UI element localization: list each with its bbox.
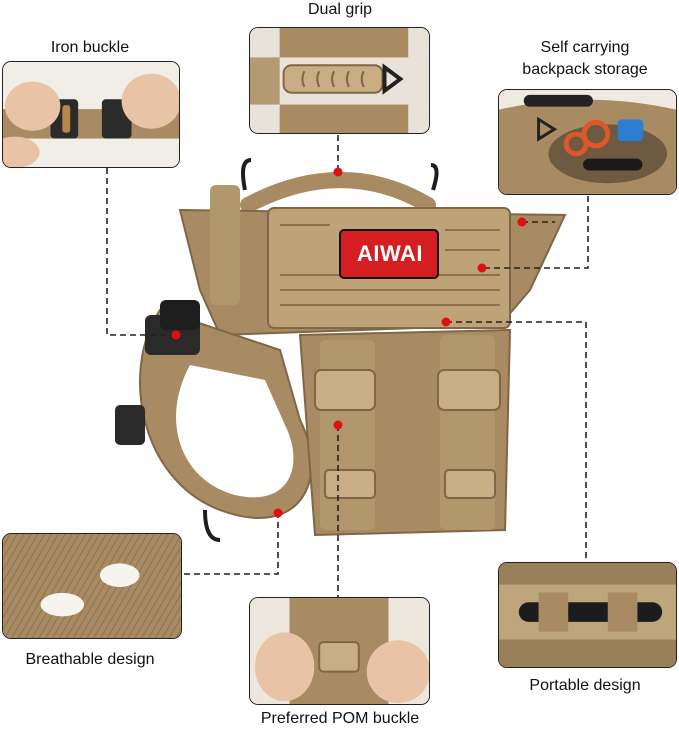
label-dual-grip: Dual grip (307, 1, 373, 18)
label-pom-buckle: Preferred POM buckle (260, 710, 420, 727)
patch-label: AIWAI (356, 241, 424, 266)
photo-portable (498, 562, 677, 668)
portable-illustration (499, 563, 676, 667)
photo-backpack-storage (498, 89, 677, 195)
label-portable: Portable design (529, 677, 641, 694)
photo-pom-buckle (249, 597, 430, 705)
dual-grip-illustration (250, 28, 429, 133)
harness-svg (115, 158, 567, 542)
iron-buckle-illustration (3, 62, 179, 167)
label-self-carrying-line2: backpack storage (522, 61, 648, 78)
photo-iron-buckle (2, 61, 180, 168)
photo-breathable (2, 533, 182, 639)
label-breathable: Breathable design (25, 651, 155, 668)
breathable-illustration (3, 534, 181, 638)
label-iron-buckle: Iron buckle (50, 39, 130, 56)
label-self-carrying-line1: Self carrying (540, 39, 630, 56)
pom-buckle-illustration (250, 598, 429, 704)
photo-dual-grip (249, 27, 430, 134)
backpack-storage-illustration (499, 90, 676, 194)
harness-illustration (100, 150, 580, 560)
